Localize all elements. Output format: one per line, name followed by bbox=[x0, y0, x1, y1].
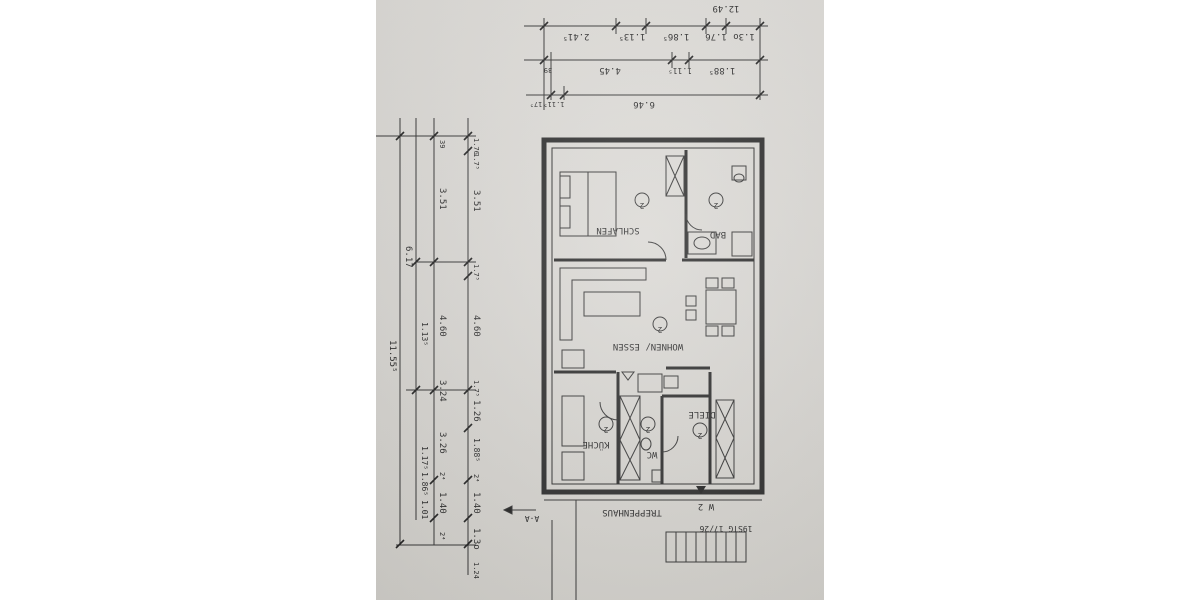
interior-walls bbox=[554, 150, 754, 484]
room-number-markers: 2 2 2 2 2 2 bbox=[598, 192, 724, 440]
left-dimension-lines bbox=[376, 118, 476, 575]
room-label-treppenhaus: TREPPENHAUS bbox=[602, 507, 662, 517]
dim-left-mo-3: 1.86⁵ bbox=[420, 472, 429, 496]
dim-left-mid-5: 3.26 bbox=[437, 432, 447, 454]
room-number-diele: 2 bbox=[697, 431, 702, 440]
dim-left-out-2: 11.55⁵ bbox=[387, 340, 397, 373]
dim-left-mid-4: 3.24 bbox=[437, 380, 447, 402]
dim-left-mid-1: 39 bbox=[438, 140, 446, 148]
door-swings bbox=[599, 213, 703, 453]
paper-sheet: 2.41⁵ 1.13⁵ 1.86⁵ 1.76 1.3o 12.49 39 4.4… bbox=[376, 0, 824, 600]
dim-top-4: 1.76 bbox=[705, 31, 727, 41]
wc-fixtures bbox=[640, 437, 663, 483]
dim-top-3: 1.86⁵ bbox=[662, 31, 689, 41]
outer-walls bbox=[541, 137, 765, 495]
dining-table bbox=[685, 277, 737, 337]
dim-left-mid-8: 2⁴ bbox=[438, 532, 446, 540]
dim-left-in-4: 1.7⁵ bbox=[472, 264, 480, 281]
dim-left-in-12: 1.24 bbox=[472, 562, 480, 579]
dim-left-in-9: 2⁴ bbox=[472, 474, 480, 482]
dim-mid-3: 1.11⁵ bbox=[668, 66, 692, 75]
dim-bot-1: 17⁵ bbox=[530, 100, 543, 108]
dim-left-in-1: 1.76 bbox=[472, 138, 480, 155]
room-label-wc: WC bbox=[647, 449, 658, 459]
top-dimension-ticks bbox=[539, 21, 765, 100]
room-number-schlafen: 2 bbox=[639, 201, 644, 210]
stair-note: 19STG 17/26 bbox=[699, 524, 752, 533]
room-number-wohnen: 2 bbox=[657, 325, 662, 334]
bathroom-fixtures bbox=[687, 165, 753, 257]
apartment-label: W 2 bbox=[698, 501, 714, 511]
section-marker bbox=[502, 505, 536, 515]
dim-top-total: 12.49 bbox=[712, 3, 739, 13]
room-label-kueche: KÜCHE bbox=[582, 439, 609, 450]
dim-left-mo-4: 1.01 bbox=[420, 500, 429, 519]
dim-left-in-3: 3.51 bbox=[471, 190, 481, 212]
dim-bot-2: 1.11⁵ bbox=[543, 100, 564, 108]
dim-mid-4: 1.88⁵ bbox=[708, 65, 735, 75]
dim-mid-1: 39 bbox=[544, 66, 552, 74]
dim-left-mid-3: 4.60 bbox=[437, 315, 447, 337]
dim-bot-3: 6.46 bbox=[633, 99, 655, 109]
room-number-kueche: 2 bbox=[603, 425, 608, 434]
wardrobe-bedroom bbox=[665, 155, 685, 197]
dim-left-mid-6: 2⁴ bbox=[438, 472, 446, 480]
room-label-diele: DIELE bbox=[688, 409, 715, 419]
floor-plan-drawing: 2.41⁵ 1.13⁵ 1.86⁵ 1.76 1.3o 12.49 39 4.4… bbox=[376, 3, 768, 600]
room-number-bad: 2 bbox=[713, 201, 718, 210]
room-label-wohnen-essen: WOHNEN/ ESSEN bbox=[613, 341, 683, 351]
entry-cabinets bbox=[637, 373, 735, 479]
dim-left-mid-2: 3.51 bbox=[437, 188, 447, 210]
dim-left-in-8: 1.88⁵ bbox=[472, 438, 481, 462]
dim-left-mo-1: 1.17⁵ bbox=[420, 446, 429, 470]
dim-left-in-6: 1.7⁵ bbox=[472, 380, 480, 397]
dim-top-2: 1.13⁵ bbox=[618, 31, 645, 41]
dim-left-in-5: 4.60 bbox=[471, 315, 481, 337]
dim-left-mid-7: 1.40 bbox=[437, 492, 447, 514]
left-dimension-labels: 1.76 1.7⁵ 3.51 1.7⁵ 4.60 1.7⁵ 1.26 1.88⁵… bbox=[387, 138, 481, 579]
entrance-arrow bbox=[621, 371, 706, 494]
sofa-and-table bbox=[559, 267, 647, 369]
room-labels: SCHLAFEN BAD WOHNEN/ ESSEN KÜCHE WC DIEL… bbox=[582, 225, 726, 517]
room-number-wc: 2 bbox=[645, 425, 650, 434]
top-dimension-labels: 2.41⁵ 1.13⁵ 1.86⁵ 1.76 1.3o 12.49 39 4.4… bbox=[530, 3, 755, 109]
dim-left-in-10: 1.40 bbox=[471, 492, 481, 514]
dim-top-1: 2.41⁵ bbox=[562, 31, 589, 41]
dim-left-in-2: 1.7⁵ bbox=[472, 153, 480, 170]
section-label: A-A bbox=[525, 514, 540, 523]
marker-labels: A-A W 2 19STG 17/26 bbox=[525, 501, 753, 533]
left-dimension-ticks bbox=[395, 131, 473, 549]
dim-left-in-7: 1.26 bbox=[471, 400, 481, 422]
dim-left-mo-2: 1.13⁵ bbox=[420, 322, 429, 346]
room-label-bad: BAD bbox=[710, 229, 726, 239]
dim-left-out-1: 6.17 bbox=[403, 246, 413, 268]
dim-top-5: 1.3o bbox=[733, 31, 755, 41]
stairwell bbox=[544, 499, 762, 600]
dim-mid-2: 4.45 bbox=[599, 65, 621, 75]
kitchen-fixtures bbox=[561, 395, 641, 481]
bed bbox=[559, 171, 617, 237]
dim-left-in-11: 1.3o bbox=[471, 528, 481, 550]
room-label-schlafen: SCHLAFEN bbox=[596, 225, 639, 235]
